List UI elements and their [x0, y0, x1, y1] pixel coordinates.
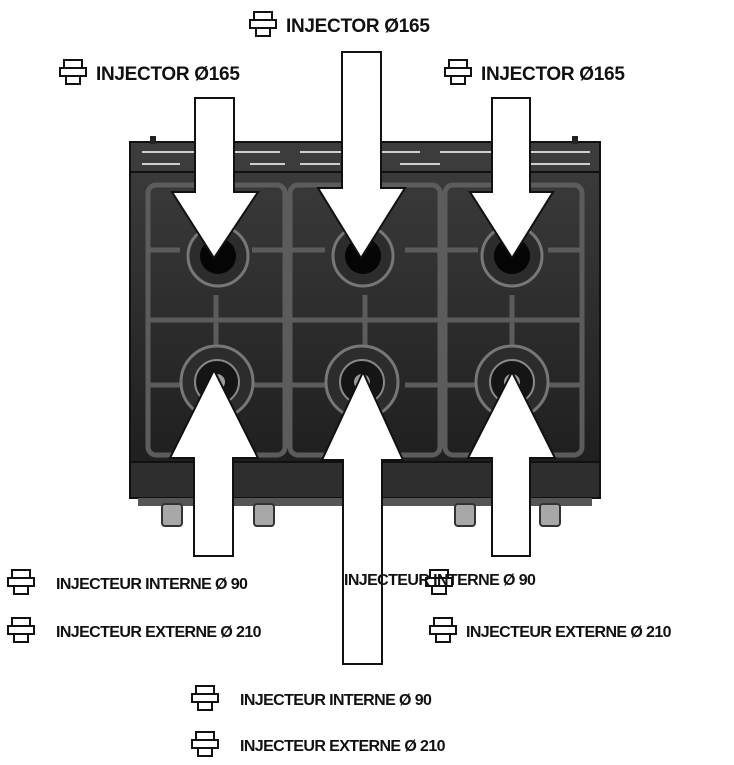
knobs [161, 503, 561, 527]
label-center-internal: INJECTEUR INTERNE Ø 90 [190, 684, 432, 717]
label-left-external: INJECTEUR EXTERNE Ø 210 [6, 616, 262, 649]
arrow-bottom-center [320, 369, 405, 665]
injector-label: INJECTEUR EXTERNE Ø 210 [466, 623, 672, 641]
injector-nozzle-icon [190, 730, 220, 763]
injector-label: INJECTEUR INTERNE Ø 90 [240, 691, 432, 709]
arrow-bottom-left [168, 367, 260, 557]
arrow-top-right [468, 97, 555, 260]
injector-nozzle-icon [424, 568, 454, 601]
injector-nozzle-icon [6, 616, 36, 649]
injector-nozzle-icon [443, 58, 473, 91]
injector-label: INJECTEUR INTERNE Ø 90 [344, 572, 536, 589]
label-right-internal: INJECTEUR INTERNE Ø 90 [344, 572, 539, 590]
injector-label: INJECTEUR INTERNE Ø 90 [56, 575, 248, 593]
injector-label: INJECTOR Ø165 [481, 63, 625, 85]
arrow-bottom-right [466, 369, 557, 557]
injector-label: INJECTOR Ø165 [286, 15, 430, 37]
label-right-external: INJECTEUR EXTERNE Ø 210 [428, 616, 672, 649]
injector-label: INJECTEUR EXTERNE Ø 210 [240, 737, 446, 755]
label-right-internal-icon [424, 568, 462, 601]
injector-nozzle-icon [190, 684, 220, 717]
label-top-right: INJECTOR Ø165 [443, 58, 625, 91]
injector-label: INJECTEUR EXTERNE Ø 210 [56, 623, 262, 641]
label-center-external: INJECTEUR EXTERNE Ø 210 [190, 730, 446, 763]
injector-nozzle-icon [248, 10, 278, 43]
arrow-top-center [316, 51, 407, 260]
label-left-internal: INJECTEUR INTERNE Ø 90 [6, 568, 248, 601]
label-top-left: INJECTOR Ø165 [58, 58, 240, 91]
injector-label: INJECTOR Ø165 [96, 63, 240, 85]
injector-nozzle-icon [58, 58, 88, 91]
injector-nozzle-icon [428, 616, 458, 649]
arrow-top-left [170, 97, 260, 260]
label-top-center: INJECTOR Ø165 [248, 10, 430, 43]
injector-nozzle-icon [6, 568, 36, 601]
